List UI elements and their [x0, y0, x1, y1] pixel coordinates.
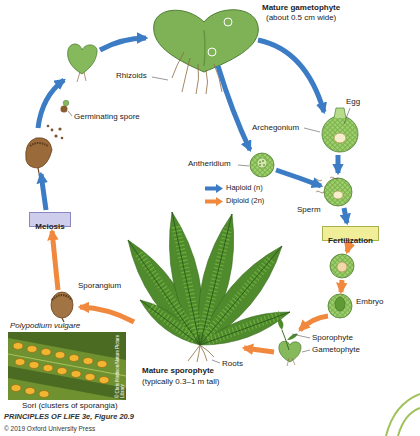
embryo — [328, 294, 352, 318]
part-label: Egg — [346, 98, 360, 107]
legend-arrow-swatch — [205, 197, 223, 206]
slide-decoration — [386, 394, 420, 436]
archegonium-with-egg — [322, 108, 358, 152]
size-note: (about 0.5 cm wide) — [266, 14, 336, 23]
size-note: (typically 0.3–1 m tall) — [142, 378, 219, 387]
cycle-arrows-haploid — [38, 38, 347, 223]
antheridium — [250, 153, 274, 177]
legend-text: Haploid (n) — [226, 184, 263, 192]
part-label: Sporophyte — [312, 334, 353, 343]
part-label: Roots — [222, 360, 243, 369]
structure-label: Mature gametophyte — [262, 4, 340, 13]
mature-sporophyte-fern — [128, 212, 290, 362]
structure-label: Mature sporophyte — [142, 367, 214, 376]
part-label: Sperm — [297, 206, 321, 215]
copyright-note: © 2019 Oxford University Press — [4, 425, 95, 432]
part-label: Germinating spore — [74, 113, 140, 122]
part-label: Sporangium — [78, 282, 121, 291]
germinating-spore — [61, 100, 69, 112]
process-box: Fertilization — [322, 226, 379, 241]
box-text: Meiosis — [35, 222, 64, 232]
leader-lines — [68, 77, 350, 363]
legend-entry: Diploid (2n) — [205, 197, 264, 206]
part-label: Rhizoids — [116, 72, 147, 81]
bursting-sporangium — [26, 125, 64, 178]
zygote — [330, 254, 354, 278]
process-box: Meiosis — [29, 212, 71, 227]
legend-entry: Haploid (n) — [205, 184, 263, 193]
young-sporophyte-on-gametophyte — [278, 318, 301, 366]
sori-photo — [8, 332, 126, 400]
sperm-reaching-egg — [314, 177, 352, 206]
sporangium — [51, 292, 73, 322]
source-credit: PRINCIPLES OF LIFE 3e, Figure 20.9 — [4, 413, 134, 421]
part-label: Antheridium — [188, 160, 231, 169]
photo-caption: Sori (clusters of sporangia) — [22, 402, 118, 411]
legend-text: Diploid (2n) — [226, 197, 264, 205]
part-label: Archegonium — [252, 124, 299, 133]
mature-gametophyte — [154, 10, 259, 94]
box-text: Fertilization — [328, 236, 373, 246]
part-label: Embryo — [356, 298, 384, 307]
cycle-arrows-diploid — [52, 231, 350, 352]
species-name: Polypodium vulgare — [10, 322, 80, 331]
young-gametophyte — [68, 44, 97, 82]
photo-credit: © Chris Mattison/Nature Picture Library — [116, 334, 125, 398]
part-label: Gametophyte — [312, 346, 360, 355]
legend-arrow-swatch — [205, 184, 223, 193]
